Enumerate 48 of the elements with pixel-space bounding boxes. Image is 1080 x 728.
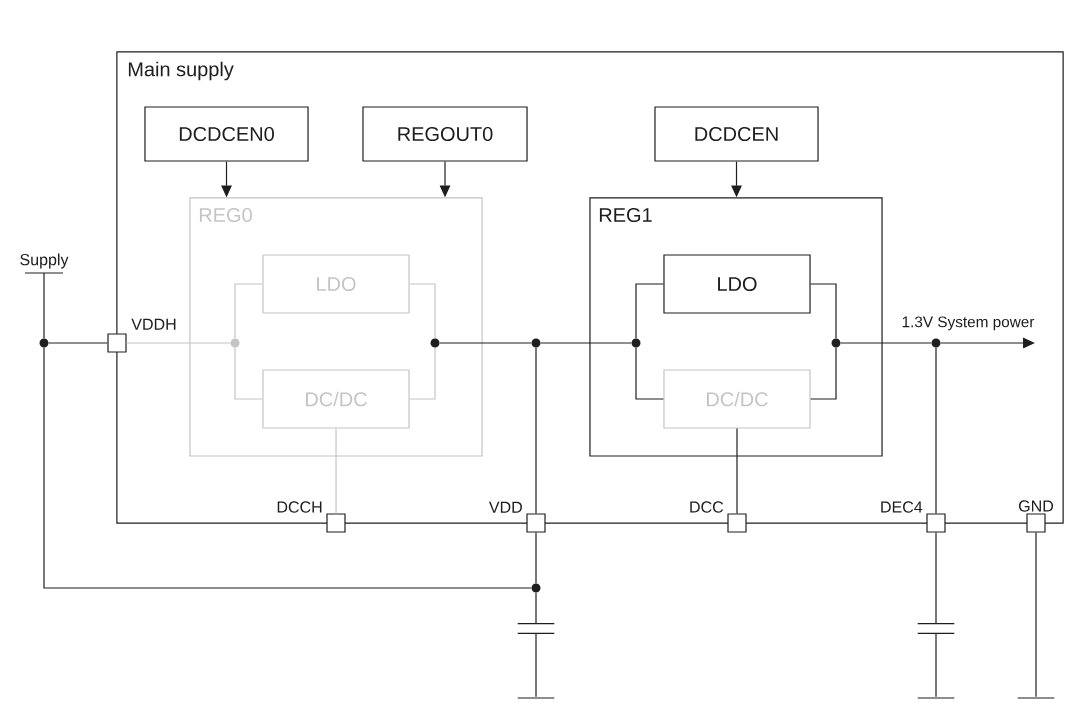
wire bbox=[635, 347, 664, 400]
register-box: DCDCEN0 bbox=[144, 106, 309, 162]
wire bbox=[736, 428, 738, 514]
wire bbox=[810, 283, 837, 339]
supply-terminal: Supply bbox=[20, 253, 69, 274]
wire bbox=[409, 347, 436, 400]
converter-box: LDO bbox=[262, 254, 410, 314]
arrow bbox=[940, 337, 1035, 349]
wire bbox=[234, 283, 263, 339]
wire bbox=[635, 283, 664, 339]
capacitor-symbol bbox=[517, 623, 555, 634]
wire bbox=[840, 342, 932, 344]
converter-box: LDO bbox=[663, 254, 811, 314]
pin-label: GND bbox=[1019, 500, 1054, 512]
wire bbox=[935, 347, 937, 514]
wire bbox=[535, 592, 537, 625]
pin-label: VDDH bbox=[131, 318, 176, 330]
wire bbox=[540, 342, 632, 344]
wire bbox=[43, 272, 45, 339]
wire bbox=[409, 283, 436, 339]
wire bbox=[439, 342, 532, 344]
edge-label: 1.3V System power bbox=[900, 315, 1036, 332]
wire bbox=[234, 347, 263, 400]
wire bbox=[810, 347, 837, 400]
pin-label: DCCH bbox=[277, 501, 322, 513]
wire bbox=[935, 632, 937, 698]
wire bbox=[535, 632, 537, 698]
pin-pad bbox=[1026, 513, 1046, 533]
wire bbox=[935, 532, 937, 625]
pin-pad bbox=[107, 333, 127, 353]
register-box: REGOUT0 bbox=[362, 106, 528, 162]
pin-label: DCC bbox=[690, 501, 724, 513]
wire bbox=[1035, 532, 1037, 698]
pin-pad bbox=[727, 513, 747, 533]
register-box: DCDCEN bbox=[654, 106, 819, 162]
wire bbox=[43, 347, 532, 589]
pin-pad bbox=[326, 513, 346, 533]
wire bbox=[535, 347, 537, 514]
wire bbox=[535, 532, 537, 584]
pin-pad bbox=[926, 513, 946, 533]
pin-pad bbox=[526, 513, 546, 533]
converter-box: DC/DC bbox=[262, 369, 410, 429]
wire bbox=[48, 342, 108, 344]
capacitor-symbol bbox=[917, 623, 955, 634]
converter-box: DC/DC bbox=[663, 369, 811, 429]
wire bbox=[335, 428, 337, 514]
pin-label: DEC4 bbox=[881, 501, 923, 513]
pin-label: VDD bbox=[488, 501, 522, 513]
